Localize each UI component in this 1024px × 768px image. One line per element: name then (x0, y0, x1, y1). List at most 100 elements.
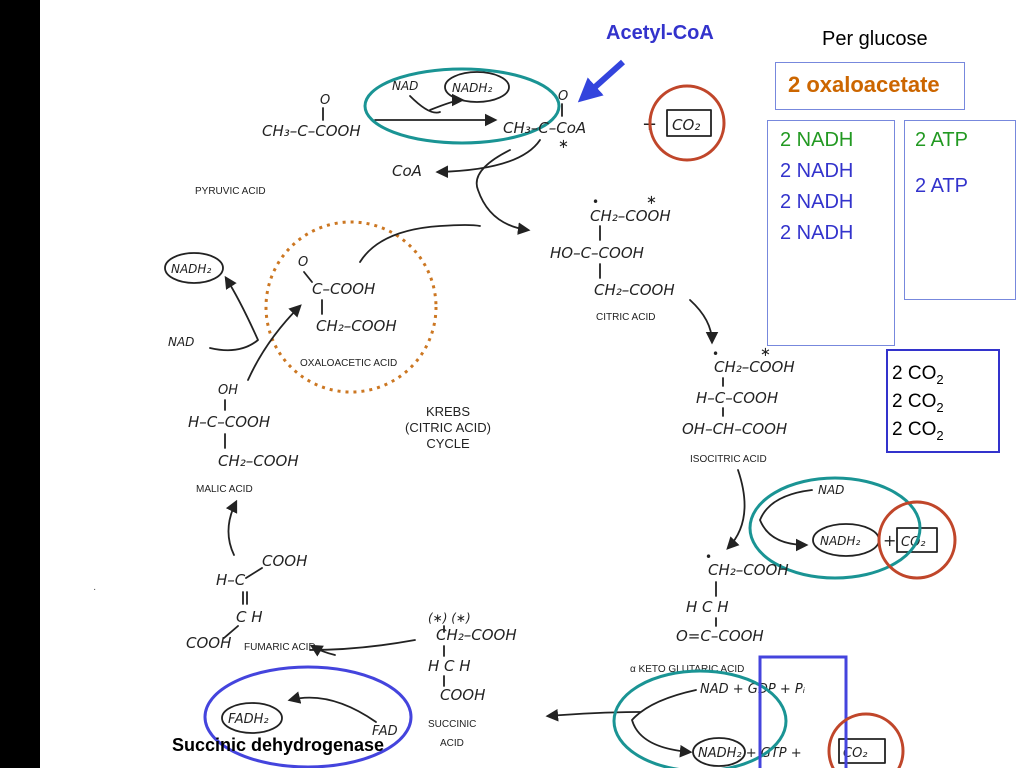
malic-acid: OH H–C–COOH CH₂–COOH MALIC ACID (188, 383, 299, 495)
acetyl-coa-structure: O CH₃–C–CoA ∗ + CO₂ (503, 89, 712, 152)
fumaric-line-1: COOH (262, 552, 307, 570)
svg-text:•: • (705, 550, 712, 564)
krebs-line-1: KREBS (426, 404, 470, 419)
nad-left-arrow (209, 275, 259, 352)
akg-to-succinic-arrow (545, 708, 641, 722)
left-black-bar (0, 0, 40, 768)
citric-line-2: HO–C–COOH (550, 244, 644, 262)
acetyl-carbonyl-o: O (558, 89, 568, 104)
pyruvate-oxidation-step: NAD NADH₂ (374, 71, 510, 127)
blue-circle-bottom (203, 665, 413, 768)
co2-item-2: 2 CO2 (892, 391, 944, 415)
co2-box-akg (838, 738, 886, 764)
alpha-ketoglutaric-acid: • CH₂–COOH H C H O=C–COOH α KETO GLUTARI… (630, 550, 789, 675)
svg-text:+: + (883, 531, 896, 550)
succinic-dehydrogenase-label: Succinic dehydrogenase (172, 735, 385, 755)
svg-text:·: · (93, 584, 96, 595)
oxaloacetate-label: 2 oxaloacetate (788, 72, 940, 97)
malic-line-0: OH (218, 383, 238, 398)
svg-text:O: O (298, 255, 308, 270)
nad-iso-arrow (759, 489, 813, 552)
malic-line-1: H–C–COOH (188, 413, 270, 431)
acetyl-star: ∗ (558, 137, 569, 152)
nadh2-label-iso: NADH₂ (820, 534, 860, 548)
atp-item-1: 2 ATP (915, 129, 968, 151)
co2-box-iso (896, 527, 938, 553)
blue-pointer-arrow (577, 59, 626, 103)
succinic-label-1: SUCCINIC (428, 719, 476, 730)
fumaric-line-2: H–C (216, 571, 246, 589)
isocitric-line-1: CH₂–COOH (714, 358, 795, 376)
citric-label: CITRIC ACID (596, 312, 655, 323)
pyruvic-carbonyl-o: O (320, 93, 330, 108)
red-circle-bottom (827, 712, 905, 768)
co2-summary-box: 2 CO2 2 CO2 2 CO2 (886, 349, 1000, 453)
svg-text:•: • (712, 347, 719, 361)
citric-acid: • ∗ CH₂–COOH HO–C–COOH CH₂–COOH CITRIC A… (550, 193, 675, 323)
nad-label-iso: NAD (818, 483, 844, 497)
coa-label: CoA (392, 162, 422, 180)
svg-text:∗: ∗ (760, 345, 771, 360)
teal-circle-bottom (612, 669, 788, 768)
isocitric-line-3: OH–CH–COOH (682, 420, 787, 438)
co2-box-akg-text: CO₂ (843, 746, 868, 761)
akg-line-2: H C H (686, 598, 729, 616)
succinic-stars: (∗) (∗) (428, 611, 471, 625)
nad-curve-arrow (409, 95, 441, 114)
succinic-line-3: COOH (440, 686, 485, 704)
fad-label: FAD (372, 724, 398, 739)
isocitric-line-2: H–C–COOH (696, 389, 778, 407)
citric-to-isocitric-arrow (689, 299, 719, 345)
oxaloacetic-acid: O C–COOH CH₂–COOH OXALOACETIC ACID (298, 255, 397, 369)
coa-return-arrow (435, 139, 541, 179)
nad-label-top: NAD (392, 79, 418, 93)
acetyl-to-citric-arrow (475, 149, 531, 235)
fad-to-fadh2-arrow (287, 691, 377, 723)
oxalo-label: OXALOACETIC ACID (300, 358, 397, 369)
red-circle-top (648, 84, 726, 162)
nadh2-label-top: NADH₂ (452, 81, 492, 95)
fumaric-acid: COOH H–C C H COOH FUMARIC ACID (186, 552, 316, 653)
teal-circle-mid (748, 476, 922, 580)
red-circle-mid (877, 500, 957, 580)
krebs-line-3: CYCLE (426, 436, 470, 451)
succinic-to-fumaric-arrow (309, 644, 336, 657)
fadh2-label: FADH₂ (228, 712, 269, 727)
co2-box-top-text: CO₂ (672, 116, 700, 134)
fumaric-line-3: C H (236, 608, 263, 626)
co2-item-1: 2 CO2 (892, 363, 944, 387)
succinic-line-2: H C H (428, 657, 471, 675)
teal-circle-top (363, 67, 561, 145)
akg-label: α KETO GLUTARIC ACID (630, 664, 744, 675)
isocitric-to-akg-arrow (726, 469, 746, 550)
pyruvic-label: PYRUVIC ACID (195, 186, 266, 197)
nadh2-label-left: NADH₂ (171, 262, 211, 276)
oxaloacetate-box: 2 oxaloacetate (775, 62, 965, 110)
malic-to-oxalo-arrow (247, 304, 302, 381)
pyruvic-formula: CH₃–C–COOH (262, 122, 361, 140)
isocitric-acid: • ∗ CH₂–COOH H–C–COOH OH–CH–COOH ISOCITR… (682, 345, 795, 465)
krebs-line-2: (CITRIC ACID) (405, 420, 491, 435)
fadh2-bubble (221, 702, 283, 734)
nadh-item-3: 2 NADH (780, 191, 854, 213)
oxalo-line-1: C–COOH (312, 280, 375, 298)
nadh-item-1: 2 NADH (780, 129, 854, 151)
fumaric-line-4: COOH (186, 634, 231, 652)
co2-box-top (666, 109, 712, 137)
oxalo-line-2: CH₂–COOH (316, 317, 397, 335)
akg-main-arrow (631, 689, 697, 758)
co2-item-3: 2 CO2 (892, 419, 944, 443)
svg-text:•: • (592, 195, 599, 209)
blue-rect-bottom (758, 655, 848, 768)
atp-item-2: 2 ATP (915, 175, 968, 197)
nadh-gtp-label: NADH₂ + GTP + (698, 746, 802, 761)
nadh-item-4: 2 NADH (780, 222, 854, 244)
fumaric-label: FUMARIC ACID (244, 642, 316, 653)
isocitrate-oxidation-step: NAD NADH₂ + CO₂ (759, 483, 938, 557)
akg-line-3: O=C–COOH (676, 627, 764, 645)
nadh2-bubble-akg (692, 737, 746, 767)
acetyl-formula: CH₃–C–CoA (503, 119, 586, 137)
succinic-label-2: ACID (440, 738, 464, 749)
